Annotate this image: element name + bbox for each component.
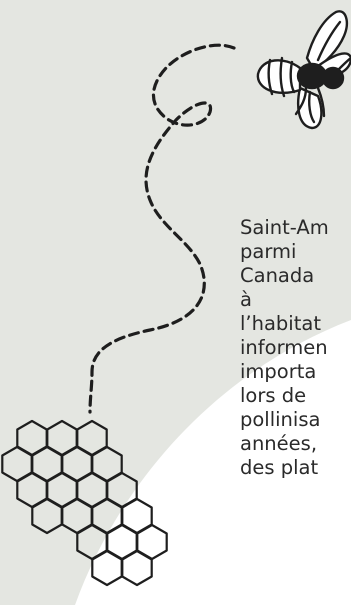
text-line: importa: [240, 360, 317, 383]
bee-icon: [256, 10, 351, 130]
body-text: Saint-Am parmi Canada à mair l’habitat i…: [240, 216, 351, 480]
white-panel: [75, 320, 351, 605]
text-word: parmi: [240, 240, 297, 263]
text-line: lors de: [240, 384, 307, 407]
text-line: parmi: [240, 240, 351, 264]
text-line: informen: [240, 336, 328, 359]
text-line: des plat: [240, 456, 319, 479]
text-line: Saint-Am: [240, 216, 329, 239]
dashed-flight-path: [88, 43, 236, 414]
text-line: pollinisa: [240, 408, 321, 431]
text-line: à mair: [240, 288, 351, 312]
text-line: l’habitat: [240, 312, 321, 335]
text-line: Canada: [240, 264, 315, 287]
text-word: à: [240, 288, 252, 311]
text-line: années,: [240, 432, 318, 455]
honeycomb-icon: [1, 419, 168, 587]
